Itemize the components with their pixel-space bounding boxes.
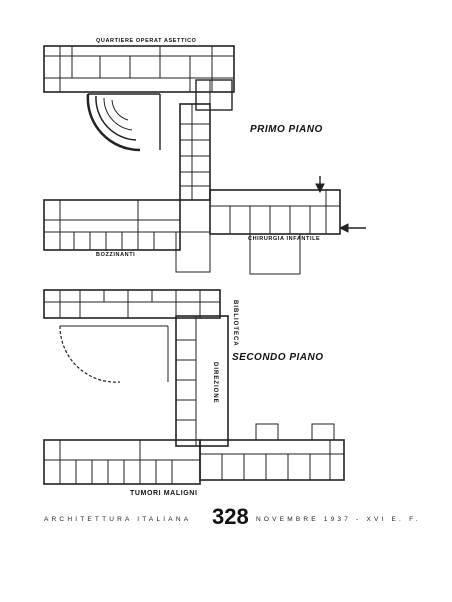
footer-publication: ARCHITETTURA ITALIANA (44, 516, 192, 523)
tumori-label: TUMORI MALIGNI (130, 490, 198, 497)
biblioteca-label: BIBLIOTECA (232, 300, 238, 347)
top-header-label: QUARTIERE OPERAT ASETTICO (96, 38, 197, 44)
chirurgia-label: CHIRURGIA INFANTILE (248, 236, 321, 242)
direzione-label: DIREZIONE (212, 362, 218, 404)
footer-date: NOVEMBRE 1937 - XVI E. F. (256, 516, 421, 523)
floor2-title: SECONDO PIANO (232, 352, 324, 363)
floor1-title: PRIMO PIANO (250, 124, 323, 135)
page-number: 328 (212, 504, 249, 529)
bozzinanti-label: BOZZINANTI (96, 252, 136, 258)
